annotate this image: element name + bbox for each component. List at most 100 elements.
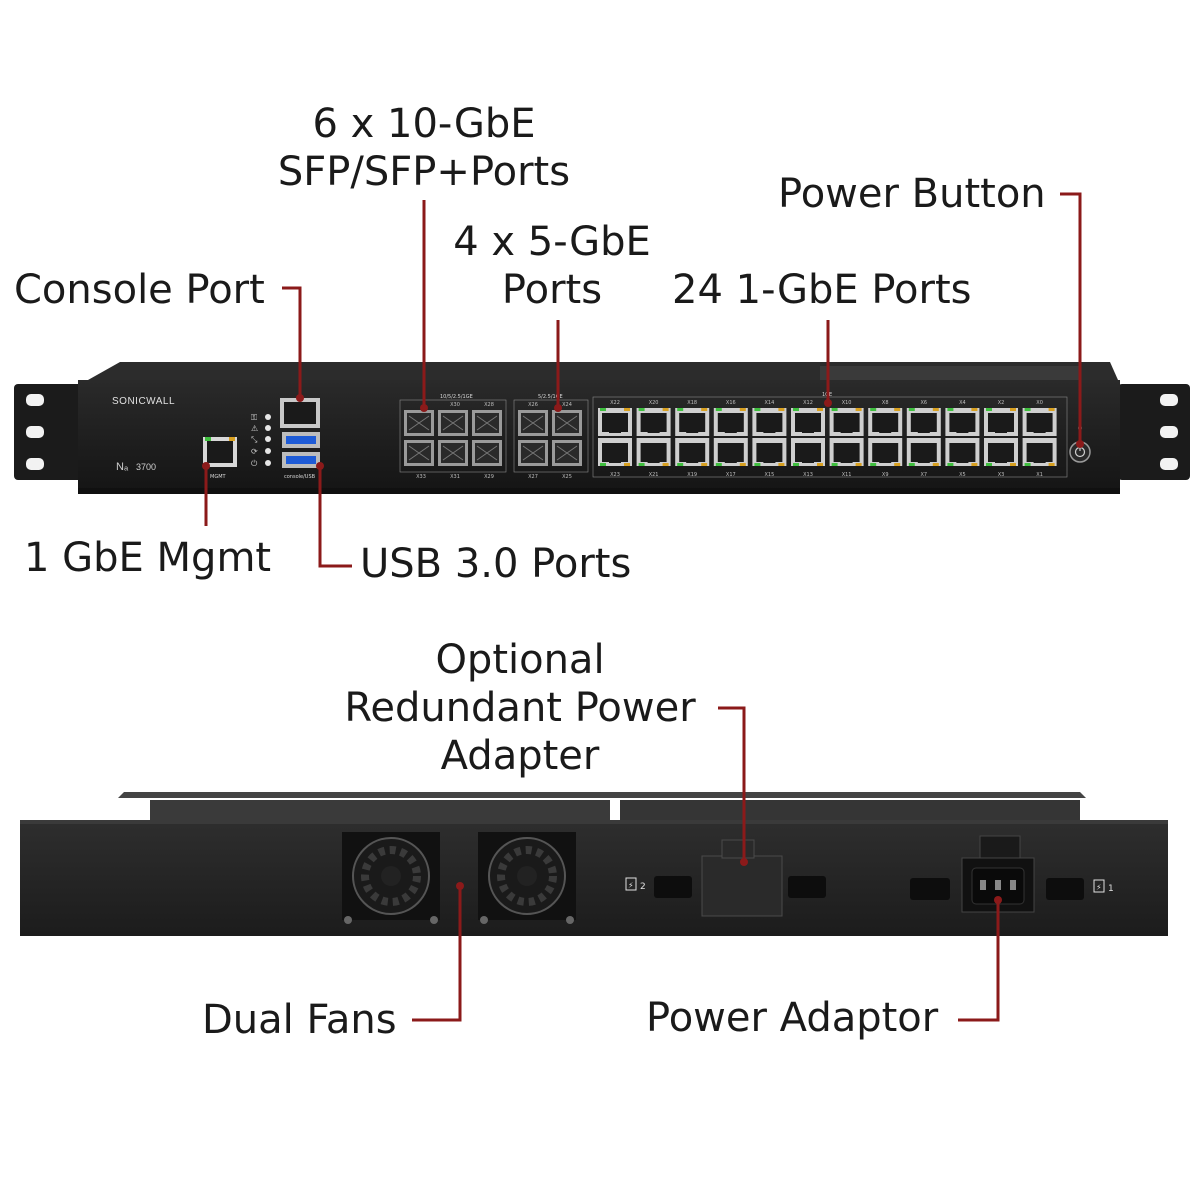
rj45-port[interactable]: [636, 408, 671, 436]
fan-2: [478, 832, 576, 924]
port-number-label: X14: [765, 400, 775, 406]
sfp-cages: [404, 410, 502, 466]
leader-power-adaptor: [958, 900, 1000, 1022]
rj45-port[interactable]: [868, 408, 903, 436]
callout-sfp-ports-line1: 6 x 10-GbE: [312, 101, 536, 147]
port-number-label: X8: [882, 400, 889, 406]
rj45-port[interactable]: [906, 408, 941, 436]
vent-slot: [654, 876, 692, 898]
leader-dots: [202, 394, 1084, 904]
port-number-label: X15: [765, 472, 775, 478]
port-number-label: X12: [803, 400, 813, 406]
port-number-label: X5: [959, 472, 966, 478]
port-number-label: X3: [998, 472, 1005, 478]
svg-text:⚠: ⚠: [251, 424, 258, 433]
port-number-label: X24: [562, 402, 572, 408]
callout-sfp-ports-line2: SFP/SFP+Ports: [277, 149, 571, 195]
port-number-label: X33: [416, 474, 426, 480]
sfp-group-label: 10/5/2.5/1GE: [440, 394, 473, 400]
five-gbe-cage[interactable]: [518, 440, 548, 466]
rj45-port[interactable]: [791, 438, 825, 466]
port-number-label: X25: [562, 474, 572, 480]
rj45-port[interactable]: [791, 408, 825, 436]
rj45-port[interactable]: [675, 408, 710, 436]
sfp-cage[interactable]: [404, 410, 434, 436]
rj45-port[interactable]: [752, 408, 787, 436]
five-gbe-cage[interactable]: [518, 410, 548, 436]
status-leds: ⚿ ⚠ ⤡ ⟳ ⏻: [251, 413, 271, 468]
five-gbe-group-label: 5/2.5/1GE: [538, 394, 563, 400]
leader-lines: [204, 192, 1082, 1022]
mgmt-port-label: MGMT: [210, 474, 227, 480]
rj45-port[interactable]: [1022, 408, 1057, 436]
vent-slot: [788, 876, 826, 898]
port-number-label: X30: [450, 402, 460, 408]
rj45-port[interactable]: [636, 438, 671, 466]
mgmt-port[interactable]: [203, 437, 237, 467]
psu-slot-2-label: 2: [640, 882, 646, 892]
sfp-cage[interactable]: [404, 440, 434, 466]
rj45-port[interactable]: [945, 408, 980, 436]
port-number-label: X16: [726, 400, 736, 406]
port-number-label: X27: [528, 474, 538, 480]
port-number-label: X26: [528, 402, 538, 408]
five-top-labels: X26 X24: [528, 402, 572, 408]
rj45-port[interactable]: [713, 438, 748, 466]
svg-text:⚡: ⚡: [628, 881, 634, 890]
svg-text:⚿: ⚿: [251, 413, 257, 422]
rj45-port[interactable]: [945, 438, 980, 466]
psu-slot-1-label: 1: [1108, 884, 1114, 894]
rj45-ports: [598, 408, 1057, 466]
rj45-port[interactable]: [752, 438, 787, 466]
callout-dual-fans: Dual Fans: [202, 997, 397, 1043]
usb-port-2[interactable]: [282, 452, 320, 468]
rj45-port[interactable]: [906, 438, 941, 466]
callout-redundant-line1: Optional: [435, 637, 605, 683]
leader-usb: [318, 466, 352, 568]
leader-fans: [412, 886, 462, 1022]
callout-redundant-line3: Adapter: [440, 733, 600, 779]
rj45-port[interactable]: [829, 408, 864, 436]
sfp-cage[interactable]: [472, 440, 502, 466]
rj45-port[interactable]: [675, 438, 710, 466]
port-number-label: X11: [842, 472, 852, 478]
sfp-cage[interactable]: [472, 410, 502, 436]
svg-text:⚡: ⚡: [1096, 883, 1102, 892]
leader-redundant: [718, 706, 746, 862]
power-inlet[interactable]: [961, 835, 1035, 913]
port-number-label: X22: [610, 400, 620, 406]
leader-power-button: [1060, 192, 1082, 444]
port-number-label: X7: [920, 472, 927, 478]
five-gbe-cages: [518, 410, 582, 466]
five-gbe-cage[interactable]: [552, 410, 582, 436]
redundant-power-latch: [721, 839, 755, 859]
rj45-port[interactable]: [713, 408, 748, 436]
port-number-label: X10: [842, 400, 852, 406]
redundant-power-blank[interactable]: [701, 855, 783, 917]
callout-five-gbe-line2: Ports: [501, 267, 603, 313]
sfp-cage[interactable]: [438, 440, 468, 466]
callout-five-gbe-line1: 4 x 5-GbE: [453, 219, 651, 265]
rj45-port[interactable]: [984, 408, 1018, 436]
rj45-port[interactable]: [984, 438, 1018, 466]
console-port[interactable]: [280, 398, 320, 428]
rj45-port[interactable]: [1022, 438, 1057, 466]
port-number-label: X13: [803, 472, 813, 478]
rj45-port[interactable]: [868, 438, 903, 466]
port-number-label: X0: [1036, 400, 1043, 406]
port-number-label: X23: [610, 472, 620, 478]
rj45-port[interactable]: [829, 438, 864, 466]
rj45-port[interactable]: [598, 408, 632, 436]
usb-port-1[interactable]: [282, 432, 320, 448]
sfp-cage[interactable]: [438, 410, 468, 436]
five-bottom-labels: X27 X25: [528, 474, 572, 480]
port-number-label: X9: [882, 472, 889, 478]
model-logo-mark: Nₐ: [116, 461, 129, 473]
callout-power-button: Power Button: [778, 171, 1046, 217]
five-gbe-cage[interactable]: [552, 440, 582, 466]
rj45-port[interactable]: [598, 438, 632, 466]
svg-text:⏻: ⏻: [251, 459, 258, 468]
